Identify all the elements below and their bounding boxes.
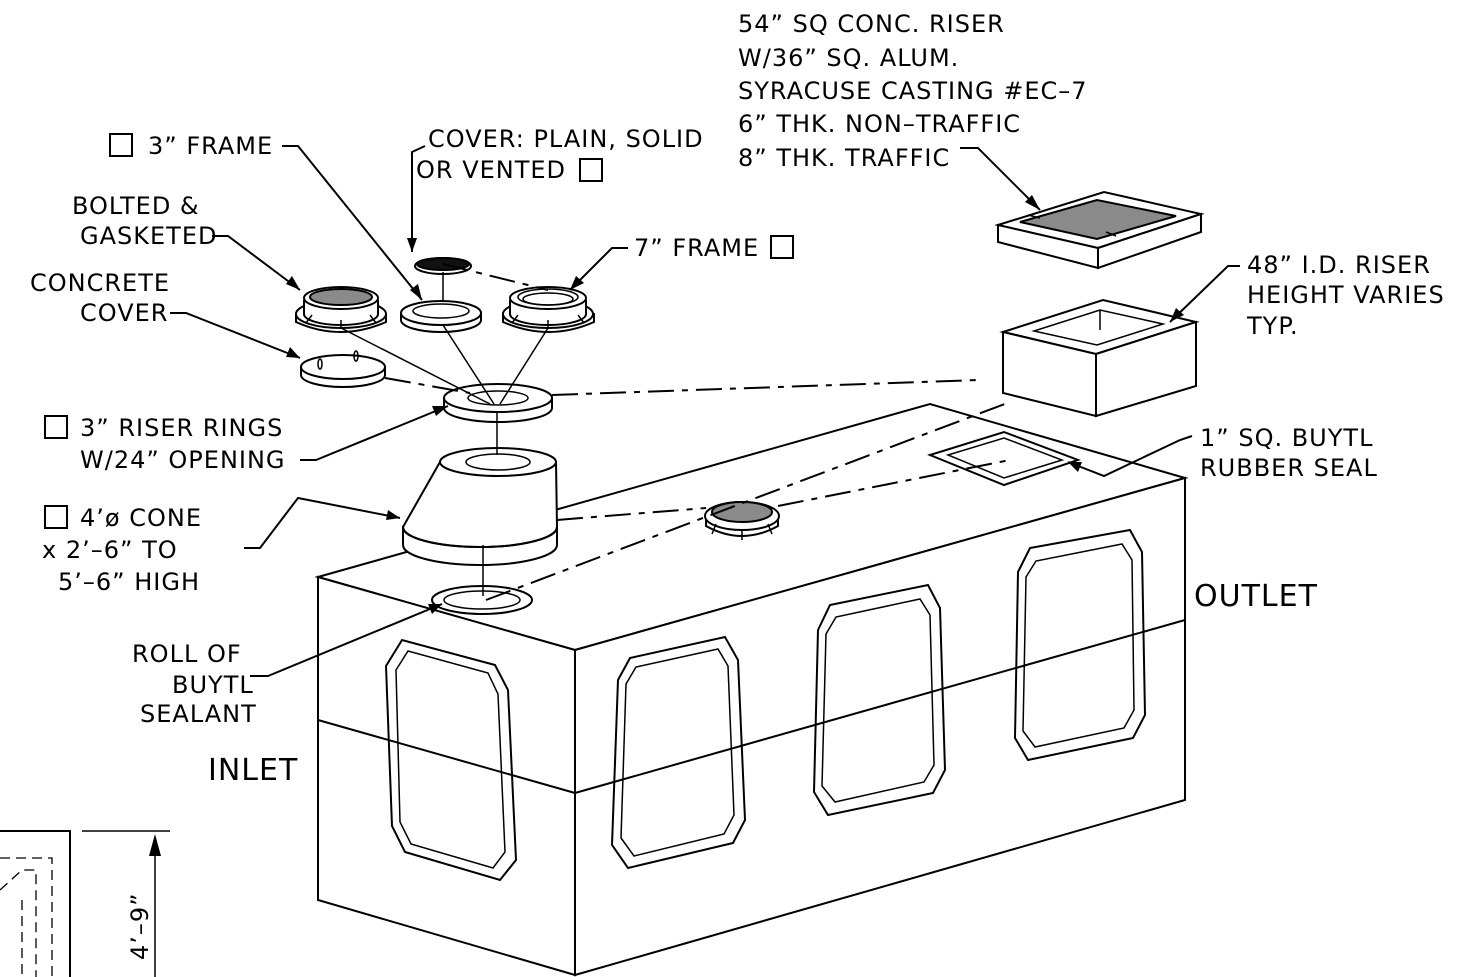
sealant-ring [431,585,533,615]
side-opening-2 [812,583,947,817]
concrete-cover [300,350,386,388]
side-opening-3 [1013,528,1147,762]
svg-text:COVER: COVER [80,299,168,327]
svg-text:COVER: PLAIN, SOLID: COVER: PLAIN, SOLID [428,125,704,153]
section-detail [0,830,170,977]
svg-text:4’ø CONE: 4’ø CONE [80,504,202,532]
checkbox-3in-frame [109,133,133,157]
label-inlet: INLET [208,753,298,788]
svg-text:BOLTED &: BOLTED & [72,192,200,220]
label-bolted: BOLTED & GASKETED [72,192,217,250]
svg-text:54” SQ CONC. RISER: 54” SQ CONC. RISER [738,10,1005,38]
label-cone: 4’ø CONE x 2’–6” TO 5’–6” HIGH [42,504,202,596]
checkbox-7in-frame [770,235,794,259]
stack-axis-lines [442,272,498,596]
label-3in-frame: 3” FRAME [148,132,273,160]
svg-text:SEALANT: SEALANT [140,700,257,728]
label-7in-frame: 7” FRAME [634,234,759,262]
check-boxes [44,133,794,529]
svg-text:CONCRETE: CONCRETE [30,269,170,297]
frame-converging-lines [340,324,549,405]
svg-text:W/36” SQ. ALUM.: W/36” SQ. ALUM. [738,44,959,72]
svg-text:W/24” OPENING: W/24” OPENING [80,446,286,474]
svg-text:BUYTL: BUYTL [172,671,254,699]
svg-text:6” THK. NON–TRAFFIC: 6” THK. NON–TRAFFIC [738,110,1021,138]
svg-text:3” RISER RINGS: 3” RISER RINGS [80,414,283,442]
svg-text:RUBBER SEAL: RUBBER SEAL [1200,454,1378,482]
square-riser-48in [999,298,1200,418]
label-48in-riser: 48” I.D. RISER HEIGHT VARIES TYP. [1246,251,1445,340]
cone [401,447,559,566]
dimension-height: 4’–9” [126,892,154,960]
label-outlet: OUTLET [1194,579,1318,614]
side-opening-1 [610,635,747,870]
svg-text:5’–6” HIGH: 5’–6” HIGH [58,568,200,596]
leader-lines [170,145,1240,677]
inlet-opening [384,638,518,882]
label-roll-sealant: ROLL OF BUYTL SEALANT [132,640,257,728]
svg-text:8” THK. TRAFFIC: 8” THK. TRAFFIC [738,144,950,172]
center-lines [384,263,1011,601]
svg-text:OR VENTED: OR VENTED [416,156,566,184]
label-riser-rings: 3” RISER RINGS W/24” OPENING [80,414,286,474]
bolted-frame [295,286,387,333]
solid-cover [414,257,472,275]
svg-text:HEIGHT VARIES: HEIGHT VARIES [1247,281,1445,309]
buytl-seal-square [927,430,1081,487]
checkbox-cone [44,505,68,529]
concrete-riser-slab [994,190,1205,270]
checkbox-riser-rings [44,415,68,439]
svg-text:GASKETED: GASKETED [80,222,217,250]
svg-text:48” I.D. RISER: 48” I.D. RISER [1247,251,1431,279]
svg-text:SYRACUSE CASTING #EC–7: SYRACUSE CASTING #EC–7 [738,77,1088,105]
riser-ring [443,383,553,423]
frame-7in [502,286,595,333]
svg-text:1” SQ. BUYTL: 1” SQ. BUYTL [1200,424,1373,452]
tank-top-frame [704,501,780,540]
frame-3in [400,300,482,333]
svg-text:x 2’–6” TO: x 2’–6” TO [42,536,178,564]
svg-text:TYP.: TYP. [1246,312,1299,340]
svg-text:ROLL OF: ROLL OF [132,640,242,668]
label-cover: COVER: PLAIN, SOLID OR VENTED [416,125,704,184]
label-concrete-riser: 54” SQ CONC. RISER W/36” SQ. ALUM. SYRAC… [738,10,1088,172]
checkbox-cover [579,158,603,182]
label-seal: 1” SQ. BUYTL RUBBER SEAL [1200,424,1378,482]
label-concrete-cover: CONCRETE COVER [30,269,170,327]
